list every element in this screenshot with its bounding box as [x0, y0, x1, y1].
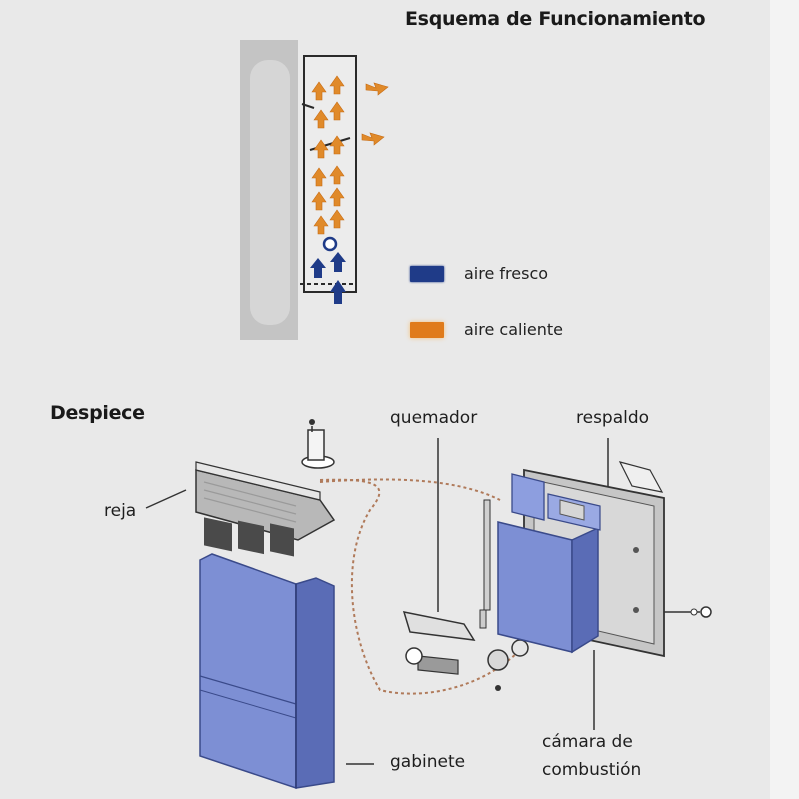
label-burner: quemador: [390, 408, 478, 428]
gas-line: [319, 478, 501, 501]
legend-label-hot-air: aire caliente: [464, 320, 563, 339]
hot-air-arrow: [329, 101, 345, 121]
label-combustion-line1: cámara de: [542, 732, 633, 752]
label-grille: reja: [104, 501, 137, 521]
legend-swatch-hot-air: [410, 322, 444, 338]
outflow-arrows: [361, 82, 389, 146]
hot-air-arrow: [329, 135, 345, 155]
legend-label-fresh-air: aire fresco: [464, 264, 549, 283]
hot-air-arrow: [313, 139, 329, 159]
combustion-chamber-part: [497, 473, 601, 654]
fastener: [664, 606, 712, 618]
burner-part: [402, 609, 529, 691]
hot-air-arrow: [313, 215, 329, 235]
wall-panel-highlight: [250, 60, 290, 325]
control-valve: [301, 419, 335, 469]
hot-air-arrow: [329, 165, 345, 185]
thermocouple-rod: [483, 499, 491, 611]
hot-air-arrow: [313, 109, 329, 129]
burner-ring: [322, 236, 338, 252]
hot-air-arrow: [329, 75, 345, 95]
fresh-air-arrow: [330, 280, 346, 304]
right-margin: [770, 0, 799, 799]
hot-air-arrow: [329, 187, 345, 207]
legend-swatch-fresh-air: [410, 266, 444, 282]
label-cabinet: gabinete: [390, 752, 466, 772]
fresh-air-arrow: [310, 258, 326, 278]
hot-air-outflow-arrow: [361, 132, 385, 146]
hot-air-arrow: [311, 81, 327, 101]
cabinet-part: [199, 553, 335, 790]
fresh-air-arrows: [310, 252, 346, 304]
inner-baffle: [301, 103, 315, 109]
grille-part: [195, 461, 336, 557]
section-title: Despiece: [50, 402, 145, 424]
hot-air-arrows: [311, 75, 345, 235]
label-combustion-line2: combustión: [542, 760, 642, 780]
fresh-air-arrow: [330, 252, 346, 272]
hot-air-arrow: [311, 167, 327, 187]
diagram-title: Esquema de Funcionamiento: [405, 8, 706, 30]
hot-air-outflow-arrow: [365, 82, 389, 96]
hot-air-arrow: [329, 209, 345, 229]
label-back-plate: respaldo: [576, 408, 650, 428]
gas-line: [319, 478, 521, 695]
hot-air-arrow: [311, 191, 327, 211]
leader-line-grille: [145, 489, 187, 509]
